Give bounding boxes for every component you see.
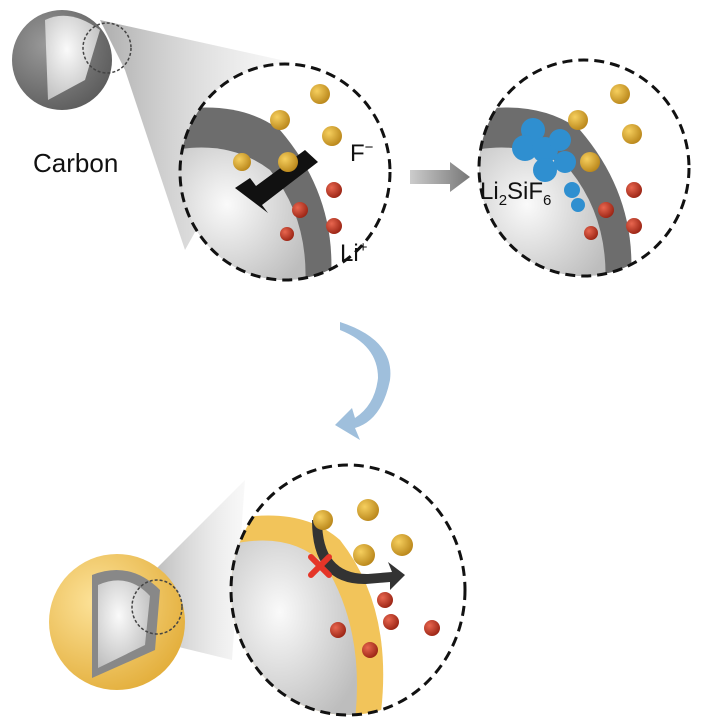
carbon-particle: [12, 10, 132, 110]
blocked-cross-icon: [308, 554, 332, 578]
zoom-circle-coated: [229, 463, 467, 717]
reaction-arrow: [410, 162, 470, 192]
li2sif6-label: Li2SiF6: [480, 178, 552, 209]
carbon-label: Carbon: [33, 148, 119, 178]
lithium-label: Li+: [340, 239, 368, 267]
zoom-circle-initial: [178, 62, 392, 282]
coated-particle: [49, 554, 185, 690]
cycle-arrow: [335, 322, 391, 440]
li2sif6-deposit: [512, 118, 585, 212]
fluoride-label: F−: [350, 139, 374, 167]
deflected-arrow: [312, 520, 405, 590]
zoom-circle-reacted: [477, 58, 691, 278]
